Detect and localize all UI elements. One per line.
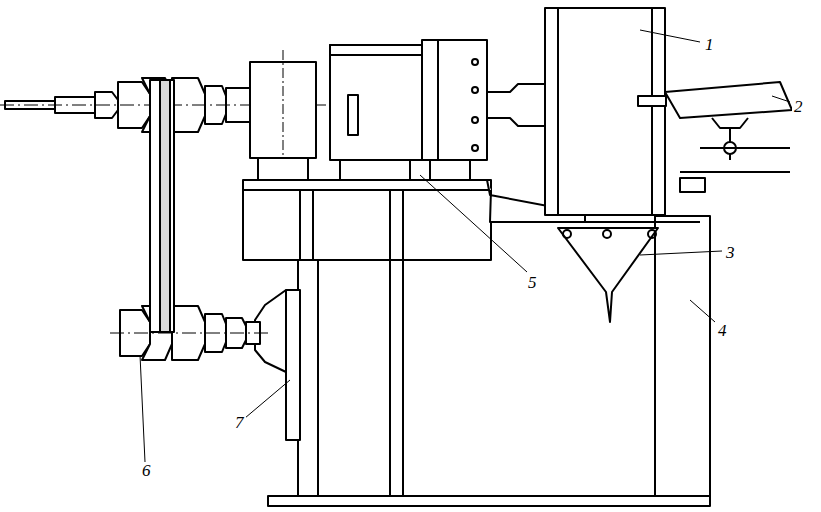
callout-number: 5 — [526, 274, 539, 291]
callout-number: 7 — [233, 414, 246, 431]
callout-number: 4 — [716, 322, 729, 339]
callout-number: 1 — [703, 36, 716, 53]
callout-number: 3 — [724, 244, 737, 261]
callout-number: 2 — [792, 98, 805, 115]
callout-number: 6 — [140, 462, 153, 479]
